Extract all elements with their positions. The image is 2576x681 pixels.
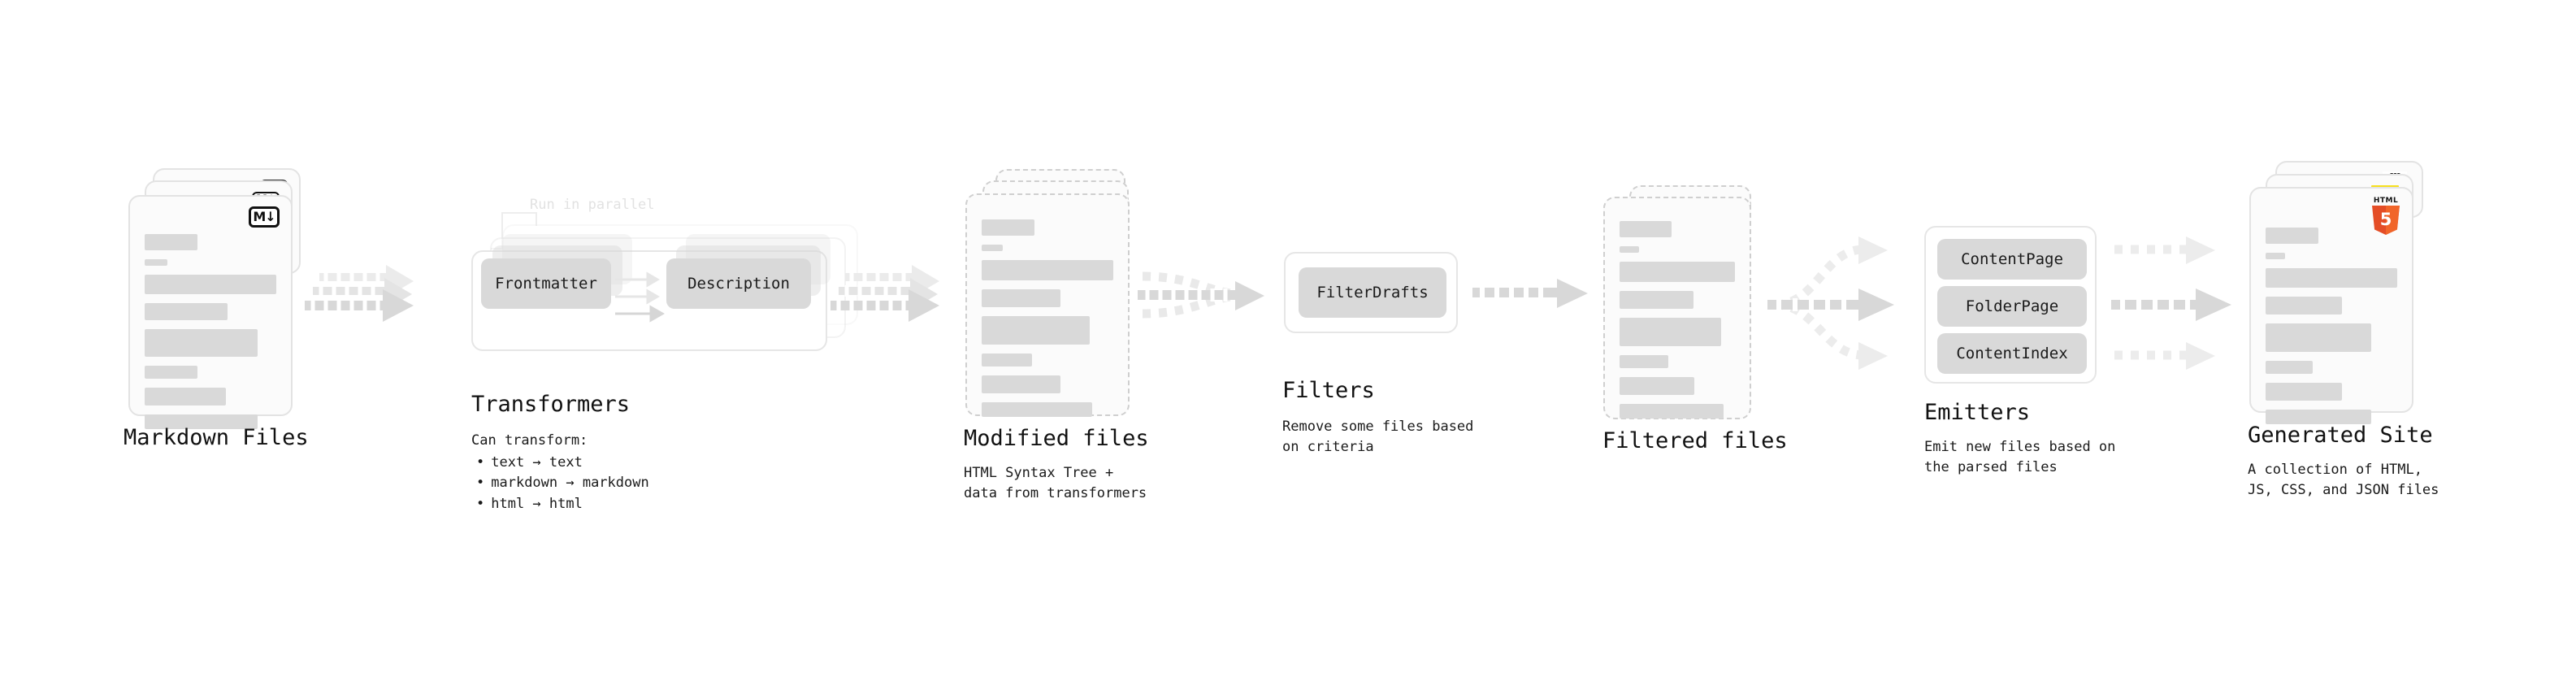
modified-files-title: Modified files bbox=[964, 426, 1149, 451]
emitter-node-contentindex[interactable]: ContentIndex bbox=[1937, 333, 2087, 374]
content-bar bbox=[145, 414, 258, 429]
emitter-node-contentpage[interactable]: ContentPage bbox=[1937, 239, 2087, 280]
content-bar bbox=[982, 402, 1093, 417]
content-bar bbox=[145, 366, 197, 379]
arrow-filtered-to-emitters bbox=[1767, 236, 1894, 370]
content-bar bbox=[982, 219, 1034, 236]
content-bar bbox=[145, 388, 227, 406]
content-bar bbox=[2266, 228, 2318, 244]
content-bar bbox=[2266, 361, 2314, 374]
generated-card-content bbox=[2266, 228, 2397, 433]
modified-card-front bbox=[965, 193, 1130, 417]
generated-site-description: A collection of HTML, JS, CSS, and JSON … bbox=[2248, 462, 2439, 498]
content-bar bbox=[2266, 383, 2342, 401]
transformer-node-description[interactable]: Description bbox=[666, 258, 811, 309]
content-bar bbox=[982, 316, 1090, 345]
html5-logo-icon: HTML 5 bbox=[2370, 197, 2402, 235]
filtered-files-title: Filtered files bbox=[1602, 428, 1788, 453]
content-bar bbox=[1620, 262, 1735, 282]
content-bar bbox=[1620, 377, 1695, 395]
transformers-box: Frontmatter Description bbox=[471, 234, 830, 351]
content-bar bbox=[1620, 221, 1672, 237]
transformers-title: Transformers bbox=[471, 392, 631, 417]
content-bar bbox=[1620, 318, 1721, 346]
filter-node-filterdrafts[interactable]: FilterDrafts bbox=[1299, 267, 1446, 318]
html5-logo-shield: 5 bbox=[2372, 206, 2400, 235]
markdown-badge-icon: M↓ bbox=[249, 206, 280, 228]
content-bar bbox=[982, 245, 1003, 251]
content-bar bbox=[982, 260, 1113, 280]
run-in-parallel-note: Run in parallel bbox=[530, 197, 655, 213]
markdown-card-front: M↓ bbox=[128, 195, 293, 429]
content-bar bbox=[982, 289, 1061, 307]
filters-title: Filters bbox=[1282, 378, 1375, 403]
transformers-bullet: html → html bbox=[471, 494, 649, 515]
arrow-emitters-to-generated bbox=[2111, 236, 2231, 370]
content-bar bbox=[2266, 323, 2371, 352]
emitters-title: Emitters bbox=[1924, 400, 2031, 425]
transformer-node-frontmatter[interactable]: Frontmatter bbox=[481, 258, 611, 309]
arrowhead-top bbox=[1858, 236, 1888, 264]
html5-logo-digit: 5 bbox=[2379, 210, 2392, 229]
content-bar bbox=[982, 375, 1061, 393]
transformers-bullet: text → text bbox=[471, 453, 649, 474]
arrow-transformers-to-modified bbox=[830, 265, 939, 322]
parallel-leader-line bbox=[491, 212, 537, 249]
arrow-modified-to-filters bbox=[1138, 271, 1264, 319]
content-bar bbox=[2266, 410, 2371, 424]
emitters-description: Emit new files based on the parsed files bbox=[1924, 439, 2116, 475]
filtered-card-content bbox=[1620, 221, 1735, 427]
content-bar bbox=[1620, 246, 1639, 253]
generated-card-html: HTML 5 bbox=[2249, 187, 2413, 424]
content-bar bbox=[1620, 355, 1668, 368]
content-bar bbox=[145, 329, 258, 357]
arrowhead-mid bbox=[1858, 288, 1894, 321]
content-bar bbox=[2266, 297, 2342, 314]
emitter-node-folderpage[interactable]: FolderPage bbox=[1937, 286, 2087, 327]
markdown-card-content bbox=[145, 234, 276, 438]
content-bar bbox=[145, 259, 167, 266]
filters-description: Remove some files based on criteria bbox=[1282, 419, 1474, 455]
content-bar bbox=[2266, 268, 2397, 288]
arrowhead-bottom bbox=[1858, 342, 1888, 370]
html5-logo-word: HTML bbox=[2373, 197, 2399, 205]
content-bar bbox=[145, 234, 197, 250]
content-bar bbox=[982, 354, 1032, 367]
markdown-files-title: Markdown Files bbox=[124, 425, 309, 450]
modified-files-description: HTML Syntax Tree + data from transformer… bbox=[964, 465, 1147, 501]
emitters-box: ContentPage FolderPage ContentIndex bbox=[1924, 226, 2097, 384]
arrow-markdown-to-transformers bbox=[305, 265, 414, 322]
content-bar bbox=[2266, 253, 2285, 259]
transformers-bullets: Can transform: text → text markdown → ma… bbox=[471, 431, 649, 514]
arrowhead-bottom bbox=[2186, 342, 2215, 370]
modified-card-content bbox=[982, 219, 1113, 426]
content-bar bbox=[145, 303, 228, 320]
arrowhead-mid bbox=[2196, 288, 2231, 321]
content-bar bbox=[1620, 291, 1693, 309]
arrow-filters-to-filtered bbox=[1472, 279, 1588, 308]
content-bar bbox=[145, 275, 276, 294]
transformers-bullets-heading: Can transform: bbox=[471, 432, 588, 449]
generated-site-title: Generated Site bbox=[2248, 423, 2433, 448]
filtered-card-front bbox=[1603, 197, 1751, 419]
transformers-bullet: markdown → markdown bbox=[471, 473, 648, 494]
transformer-inner-arrows bbox=[615, 271, 666, 323]
arrowhead-top bbox=[2186, 236, 2215, 264]
filters-box: FilterDrafts bbox=[1284, 252, 1458, 333]
content-bar bbox=[1620, 404, 1724, 419]
